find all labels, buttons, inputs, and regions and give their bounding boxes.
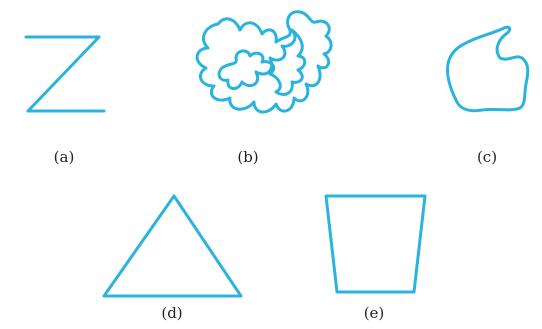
caption-e: (e) bbox=[364, 304, 385, 322]
caption-b: (b) bbox=[237, 148, 258, 166]
irregular-closed-curve bbox=[446, 25, 530, 113]
caption-d: (d) bbox=[161, 304, 182, 322]
wavy-inner-curve bbox=[217, 28, 307, 96]
wavy-closed-curve bbox=[195, 10, 333, 114]
figure-b: (b) bbox=[195, 10, 333, 166]
figure-e: (e) bbox=[324, 194, 427, 322]
z-curve bbox=[24, 35, 106, 113]
figure-d: (d) bbox=[102, 194, 243, 322]
caption-a: (a) bbox=[54, 148, 75, 166]
figure-a: (a) bbox=[24, 35, 106, 166]
figure-c: (c) bbox=[446, 25, 530, 166]
triangle bbox=[102, 194, 243, 298]
caption-c: (c) bbox=[477, 148, 497, 166]
trapezium bbox=[324, 194, 427, 294]
